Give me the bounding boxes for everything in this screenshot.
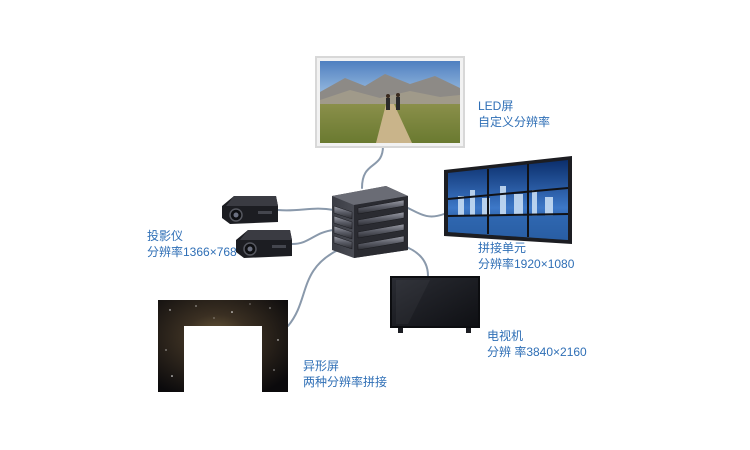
cable-projector-1 <box>277 207 335 212</box>
label-projector-resolution: 分辨率1366×768 <box>147 245 237 259</box>
label-tv-title: 电视机 <box>487 329 524 343</box>
cable-tv <box>403 245 429 277</box>
label-splice-resolution: 分辨率1920×1080 <box>478 257 575 271</box>
cable-led <box>361 145 384 189</box>
label-tv-resolution: 分辨 率3840×2160 <box>487 345 587 359</box>
projector-2 <box>236 230 292 258</box>
label-led-resolution: 自定义分辨率 <box>478 115 551 129</box>
tv <box>390 276 480 333</box>
cable-projector-2 <box>291 229 335 245</box>
label-splice-title: 拼接单元 <box>478 241 527 255</box>
label-projector: 投影仪 分辨率1366×768 <box>147 228 237 260</box>
label-splice: 拼接单元 分辨率1920×1080 <box>478 240 574 272</box>
irregular-screen <box>158 300 288 392</box>
led-screen <box>315 56 465 148</box>
label-irregular: 异形屏 两种分辨率拼接 <box>303 358 387 390</box>
label-projector-title: 投影仪 <box>147 229 184 243</box>
label-irregular-description: 两种分辨率拼接 <box>303 375 388 389</box>
video-wall-processor <box>332 186 408 258</box>
label-irregular-title: 异形屏 <box>303 359 340 373</box>
cable-splice <box>407 207 445 218</box>
cable-irregular <box>287 249 339 327</box>
label-tv: 电视机 分辨 率3840×2160 <box>487 328 587 360</box>
projector-1 <box>222 196 278 224</box>
label-led: LED屏 自定义分辨率 <box>478 98 550 130</box>
label-led-title: LED屏 <box>478 99 514 113</box>
splice-video-wall <box>444 156 572 244</box>
